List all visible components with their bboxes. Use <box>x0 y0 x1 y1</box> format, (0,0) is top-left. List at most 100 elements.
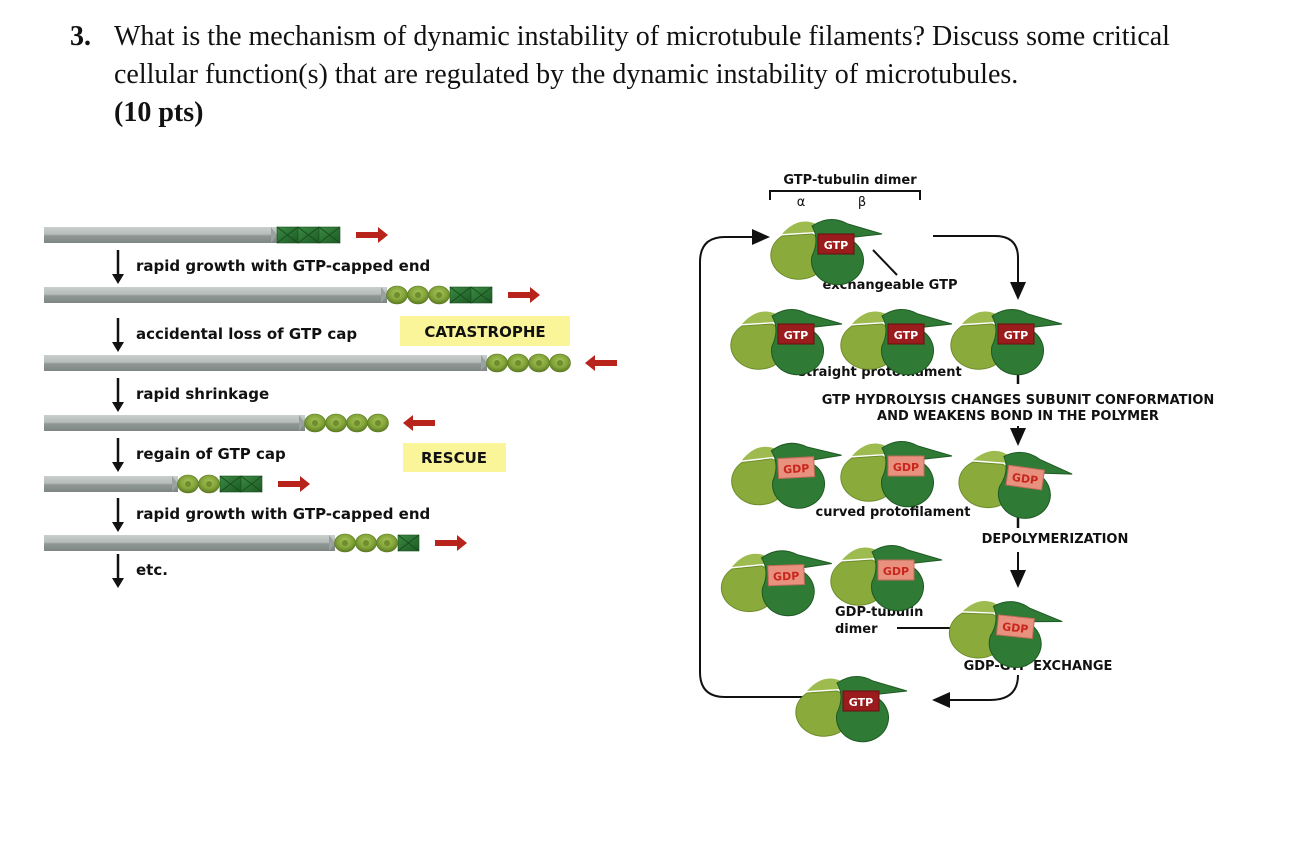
gdp-lattice <box>44 535 335 551</box>
tubulin-dimer: GTP <box>840 309 953 376</box>
subunit-center <box>384 540 390 546</box>
tubulin-dimer: GDP <box>830 545 943 612</box>
alpha-lip <box>962 601 998 613</box>
subunit-center <box>342 540 348 546</box>
nucleotide-badge <box>767 563 805 587</box>
subunit-center <box>436 292 442 298</box>
growth-arrow-icon <box>278 476 310 492</box>
tubulin-dimer: GTP <box>770 219 883 286</box>
subunit-center <box>312 420 318 426</box>
lattice-end <box>329 535 335 551</box>
microtubule-filament <box>44 474 310 494</box>
step: accidental loss of GTP cap <box>112 318 357 352</box>
tubulin-dimer: GTP <box>795 676 908 743</box>
gtp-box: GTP <box>997 323 1035 345</box>
subunit-facet <box>470 286 493 304</box>
subunit-center <box>375 420 381 426</box>
nucleotide-label: GDP <box>883 565 909 578</box>
subunit-facet <box>219 475 242 493</box>
gdp-box: GDP <box>995 614 1035 640</box>
gdp-lattice <box>44 287 387 303</box>
nucleotide-badge <box>817 233 855 255</box>
catastrophe-badge: CATASTROPHE <box>400 316 570 346</box>
step: etc. <box>112 554 168 588</box>
gdp-box: GDP <box>777 456 816 480</box>
growth-arrow-icon <box>508 287 540 303</box>
cycle-return-arrow <box>699 229 806 698</box>
arrowhead <box>112 578 124 588</box>
gdp-box: GDP <box>1005 464 1045 491</box>
step: rapid growth with GTP-capped end <box>112 250 430 284</box>
nucleotide-label: GTP <box>894 329 918 342</box>
nucleotide-badge <box>777 323 815 345</box>
nucleotide-label: GTP <box>784 329 808 342</box>
nucleotide-badge <box>887 455 925 477</box>
step-label: rapid growth with GTP-capped end <box>136 505 430 523</box>
exchangeable-gtp-label: exchangeable GTP <box>822 278 957 293</box>
lattice-end <box>481 355 487 371</box>
gtp-box: GTP <box>777 323 815 345</box>
gtp-box: GTP <box>817 233 855 255</box>
growth-arrow-icon <box>435 535 467 551</box>
step-label: rapid growth with GTP-capped end <box>136 257 430 275</box>
tubulin-cycle-panel: GTP-tubulin dimer α β exchangeable GTP s… <box>699 173 1215 743</box>
question-number: 3. <box>70 21 91 52</box>
curved-protofilament-label: curved protofilament <box>816 505 971 520</box>
gtp-box: GTP <box>887 323 925 345</box>
microtubule-filament <box>44 533 467 553</box>
exchangeable-gtp-pointer <box>872 249 898 276</box>
catastrophe-label: CATASTROPHE <box>424 323 545 341</box>
nucleotide-label: GDP <box>893 461 919 474</box>
hydrolysis-label-line1: GTP HYDROLYSIS CHANGES SUBUNIT CONFORMAT… <box>822 393 1215 408</box>
nucleotide-label: GDP <box>1011 471 1039 488</box>
alpha-lip <box>973 450 1009 463</box>
gtp-box: GTP <box>842 690 880 712</box>
tubulin-dimer: GTP <box>950 309 1063 376</box>
tubulin-dimer: GDP <box>958 450 1073 519</box>
gdp-lattice <box>44 415 305 431</box>
dynamic-instability-panel: rapid growth with GTP-capped end accident… <box>44 226 617 588</box>
gdp-lattice <box>44 227 277 243</box>
alpha-lip <box>842 547 876 560</box>
question-text: What is the mechanism of dynamic instabi… <box>114 21 1170 90</box>
nucleotide-badge <box>887 323 925 345</box>
nucleotide-badge <box>777 456 816 480</box>
subunit-facet <box>240 475 263 493</box>
subunit-center <box>394 292 400 298</box>
nucleotide-label: GDP <box>783 462 810 476</box>
subunit-center <box>354 420 360 426</box>
subunit-facet <box>297 226 320 244</box>
alpha-lip <box>782 221 816 234</box>
step: rapid shrinkage <box>112 378 269 412</box>
tubulin-dimer: GDP <box>720 550 832 617</box>
microtubule-filament <box>44 353 617 373</box>
polymerization-arrow <box>933 235 1026 300</box>
alpha-lip <box>741 446 776 461</box>
subunit-center <box>515 360 521 366</box>
rescue-badge: RESCUE <box>403 443 506 472</box>
shrink-arrow-icon <box>585 355 617 371</box>
alpha-lip <box>852 311 886 324</box>
lattice-end <box>381 287 387 303</box>
arrowhead <box>112 522 124 532</box>
step: regain of GTP cap <box>112 438 286 472</box>
beta-label: β <box>858 195 866 210</box>
nucleotide-badge <box>995 614 1035 640</box>
subunit-center <box>557 360 563 366</box>
arrowhead <box>112 274 124 284</box>
alpha-lip <box>731 553 766 567</box>
gdp-box: GDP <box>877 559 915 581</box>
subunit-center <box>185 481 191 487</box>
nucleotide-badge <box>877 559 915 581</box>
subunit-facet <box>449 286 472 304</box>
microtubule-filament <box>44 226 388 244</box>
nucleotide-label: GTP <box>1004 329 1028 342</box>
microtubule-filament <box>44 413 435 433</box>
tubulin-dimer: GDP <box>840 441 953 508</box>
question-points: (10 pts) <box>114 97 204 128</box>
lattice-end <box>299 415 305 431</box>
exchange-arrow <box>932 674 1019 708</box>
nucleotide-badge <box>842 690 880 712</box>
exchange-label: GDP-GTP EXCHANGE <box>964 659 1113 674</box>
